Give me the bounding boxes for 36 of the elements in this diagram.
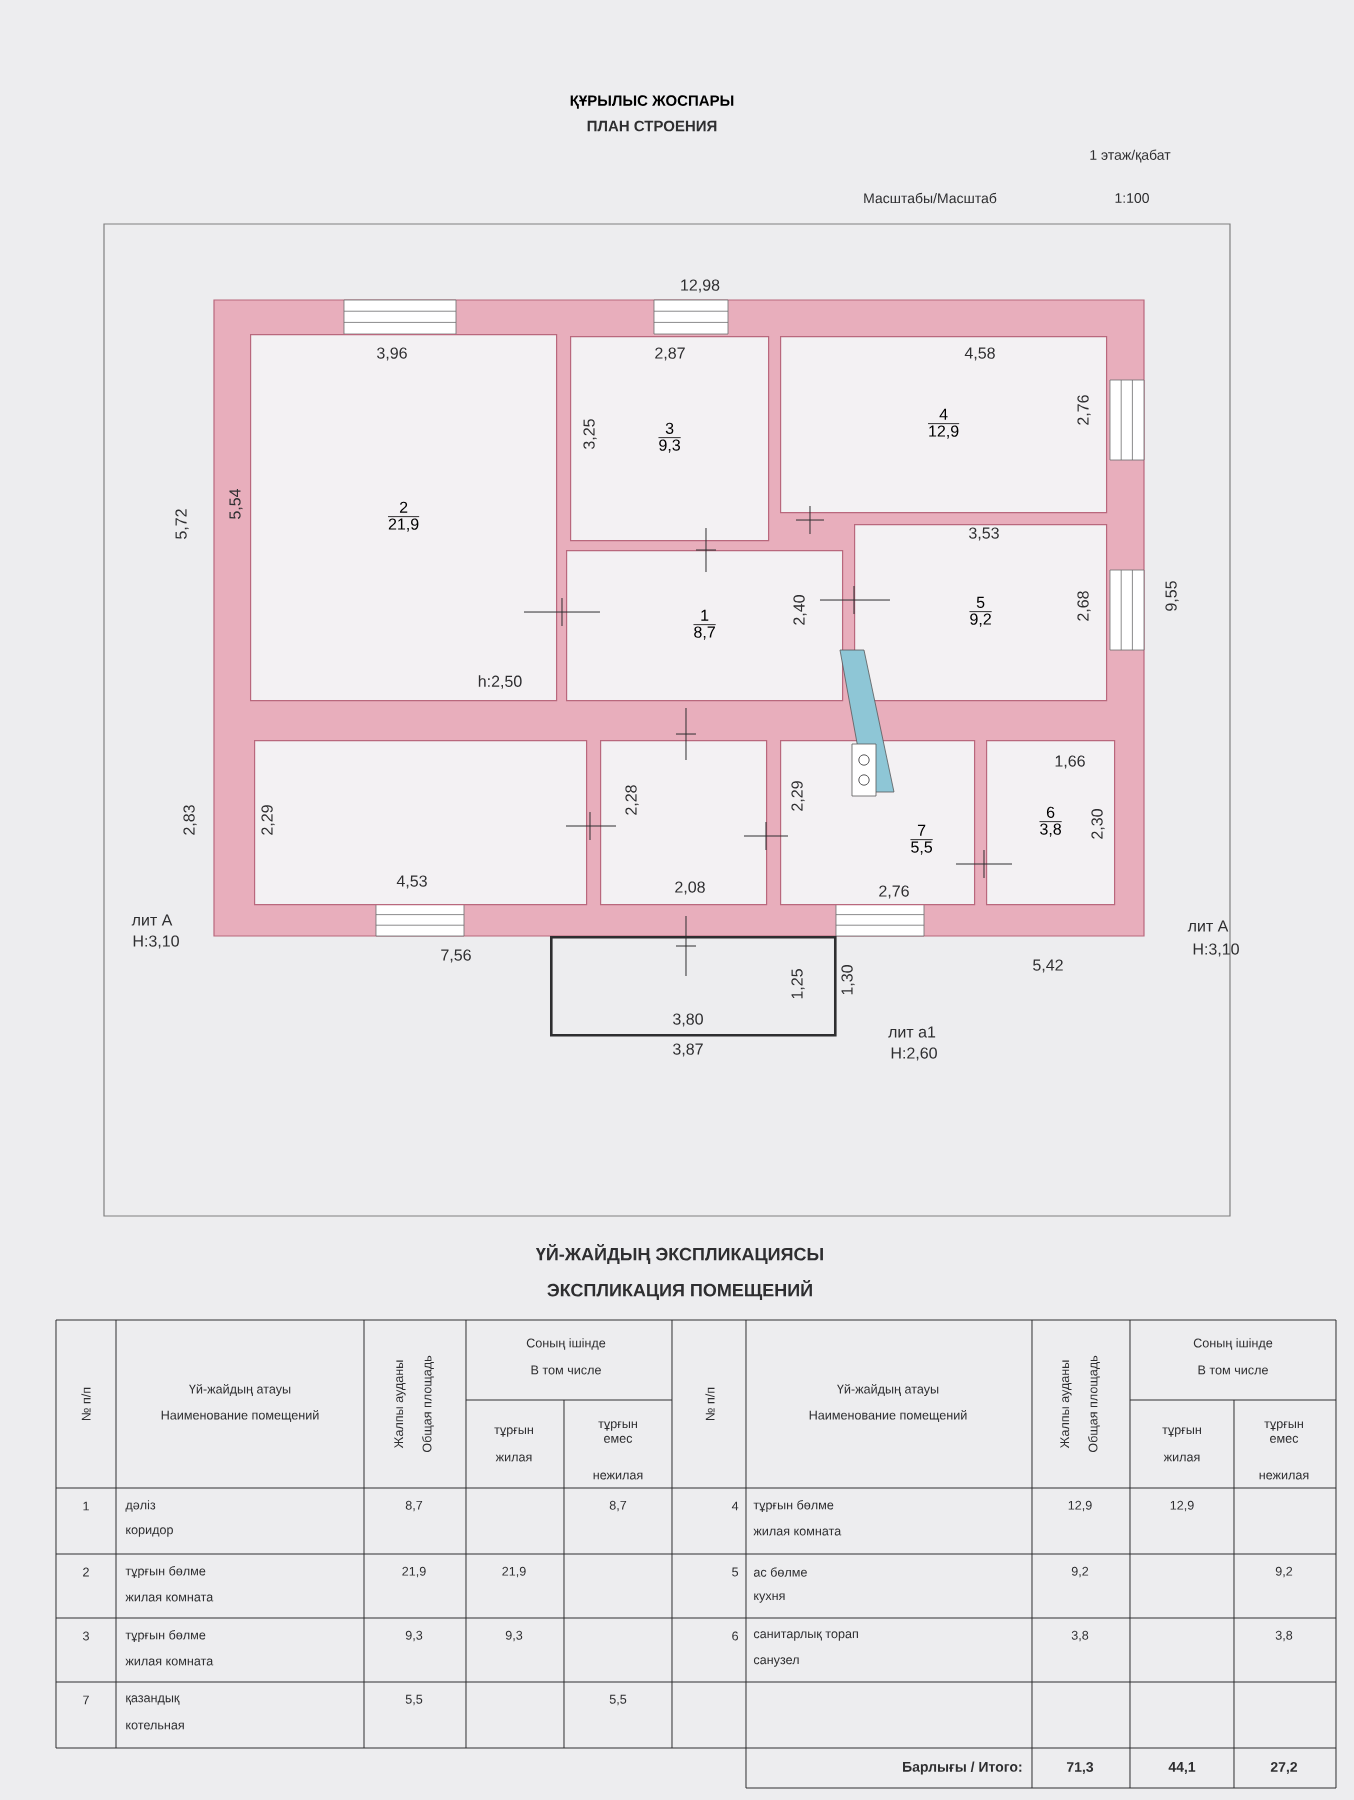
dimension-text: 7,56	[441, 949, 471, 963]
dimension-text: 9,55	[1165, 581, 1179, 611]
dimension-text: 2,76	[879, 885, 909, 899]
dimension-text: 4,58	[964, 347, 995, 361]
porch	[550, 936, 837, 1037]
dimension-text: лит А	[131, 914, 173, 926]
dimension-text: Н:3,10	[1193, 943, 1239, 957]
dimension-text: 2,87	[655, 347, 685, 361]
dimension-text: 2,40	[793, 595, 807, 625]
dimension-text: 2,68	[1077, 591, 1091, 621]
dimension-text: 2,76	[1077, 395, 1091, 425]
dimension-text: h:2,50	[478, 675, 522, 689]
dimension-text: 3,96	[377, 347, 407, 361]
dimension-text: 5,72	[175, 509, 189, 539]
dimension-text: 2,30	[1091, 809, 1105, 839]
dimension-text: 2,83	[183, 805, 197, 835]
dimension-text: 12,98	[681, 279, 720, 293]
dimension-text: 3,80	[673, 1013, 703, 1027]
room	[254, 740, 588, 906]
dimension-text: 2,28	[625, 785, 639, 815]
room	[600, 740, 768, 906]
dimension-text: 2,29	[791, 781, 805, 811]
table-title: ЭКСПЛИКАЦИЯ ПОМЕЩЕНИЙ	[547, 1280, 812, 1300]
dimension-text: 2,08	[675, 881, 705, 895]
dimension-text: 1,66	[1055, 755, 1085, 769]
dimension-text: 5,42	[1033, 959, 1063, 973]
dimension-text: 2,29	[261, 805, 275, 835]
dimension-text: 3,53	[969, 527, 999, 541]
dimension-text: 3,25	[583, 419, 597, 449]
table-title: ҮЙ-ЖАЙДЫҢ ЭКСПЛИКАЦИЯСЫ	[535, 1244, 823, 1264]
dimension-text: 4,53	[396, 875, 427, 889]
dimension-text: лит А	[1187, 920, 1229, 932]
dimension-text: Н:3,10	[133, 935, 179, 949]
dimension-text: Н:2,60	[891, 1047, 937, 1061]
dimension-text: лит а1	[888, 1026, 936, 1038]
dimension-text: 1,25	[791, 969, 805, 999]
